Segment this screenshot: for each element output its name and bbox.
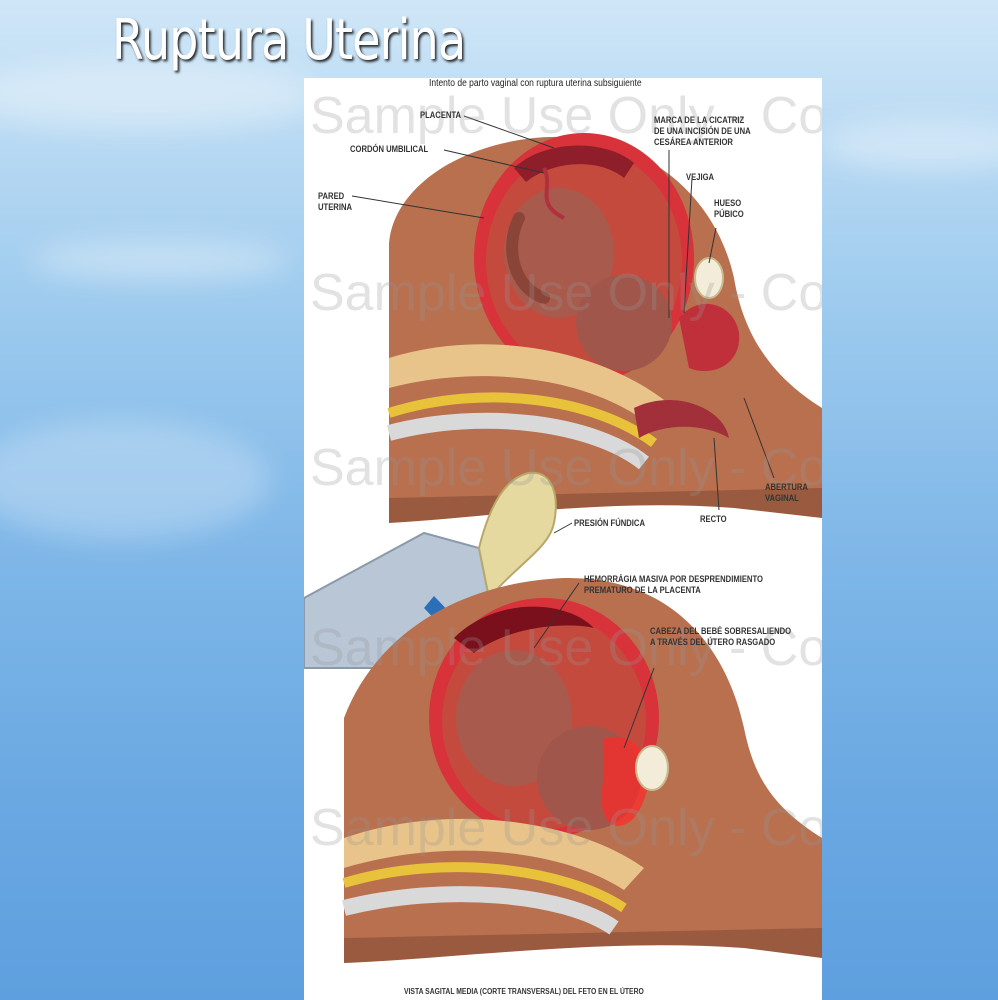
- label-hemorrhage: HEMORRÁGIA MASIVA POR DESPRENDIMIENTO PR…: [584, 574, 763, 596]
- top-panel: [389, 133, 822, 523]
- leader-fundal: [554, 523, 572, 533]
- figure-caption-bottom: VISTA SAGITAL MEDIA (CORTE TRANSVERSAL) …: [404, 986, 644, 997]
- pubic-bone-top: [695, 258, 723, 298]
- uterine-rupture-illustration: [304, 78, 822, 1000]
- label-bladder: VEJIGA: [686, 172, 714, 183]
- label-baby-head: CABEZA DEL BEBÉ SOBRESALIENDO A TRAVÉS D…: [650, 626, 791, 648]
- sky-cloud: [0, 420, 270, 540]
- slide-title: Ruptura Uterina: [112, 8, 465, 73]
- label-fundal-pressure: PRESIÓN FÚNDICA: [574, 518, 645, 529]
- label-vaginal-opening: ABERTURA VAGINAL: [765, 482, 808, 504]
- label-scar: MARCA DE LA CICATRIZ DE UNA INCISIÓN DE …: [654, 115, 751, 148]
- label-rectum: RECTO: [700, 514, 727, 525]
- label-pubic-bone: HUESO PÚBICO: [714, 198, 744, 220]
- pubic-bone-bottom: [636, 746, 668, 790]
- figure-caption-top: Intento de parto vaginal con ruptura ute…: [429, 78, 642, 89]
- label-placenta: PLACENTA: [420, 110, 461, 121]
- anatomy-figure: Sample Use Only - Copy Sample Use Only -…: [304, 78, 822, 1000]
- label-uterine-wall: PARED UTERINA: [318, 191, 352, 213]
- label-umbilical-cord: CORDÓN UMBILICAL: [350, 144, 428, 155]
- sky-cloud: [30, 240, 290, 280]
- sky-cloud: [820, 120, 998, 170]
- fetus-head-top: [576, 275, 672, 371]
